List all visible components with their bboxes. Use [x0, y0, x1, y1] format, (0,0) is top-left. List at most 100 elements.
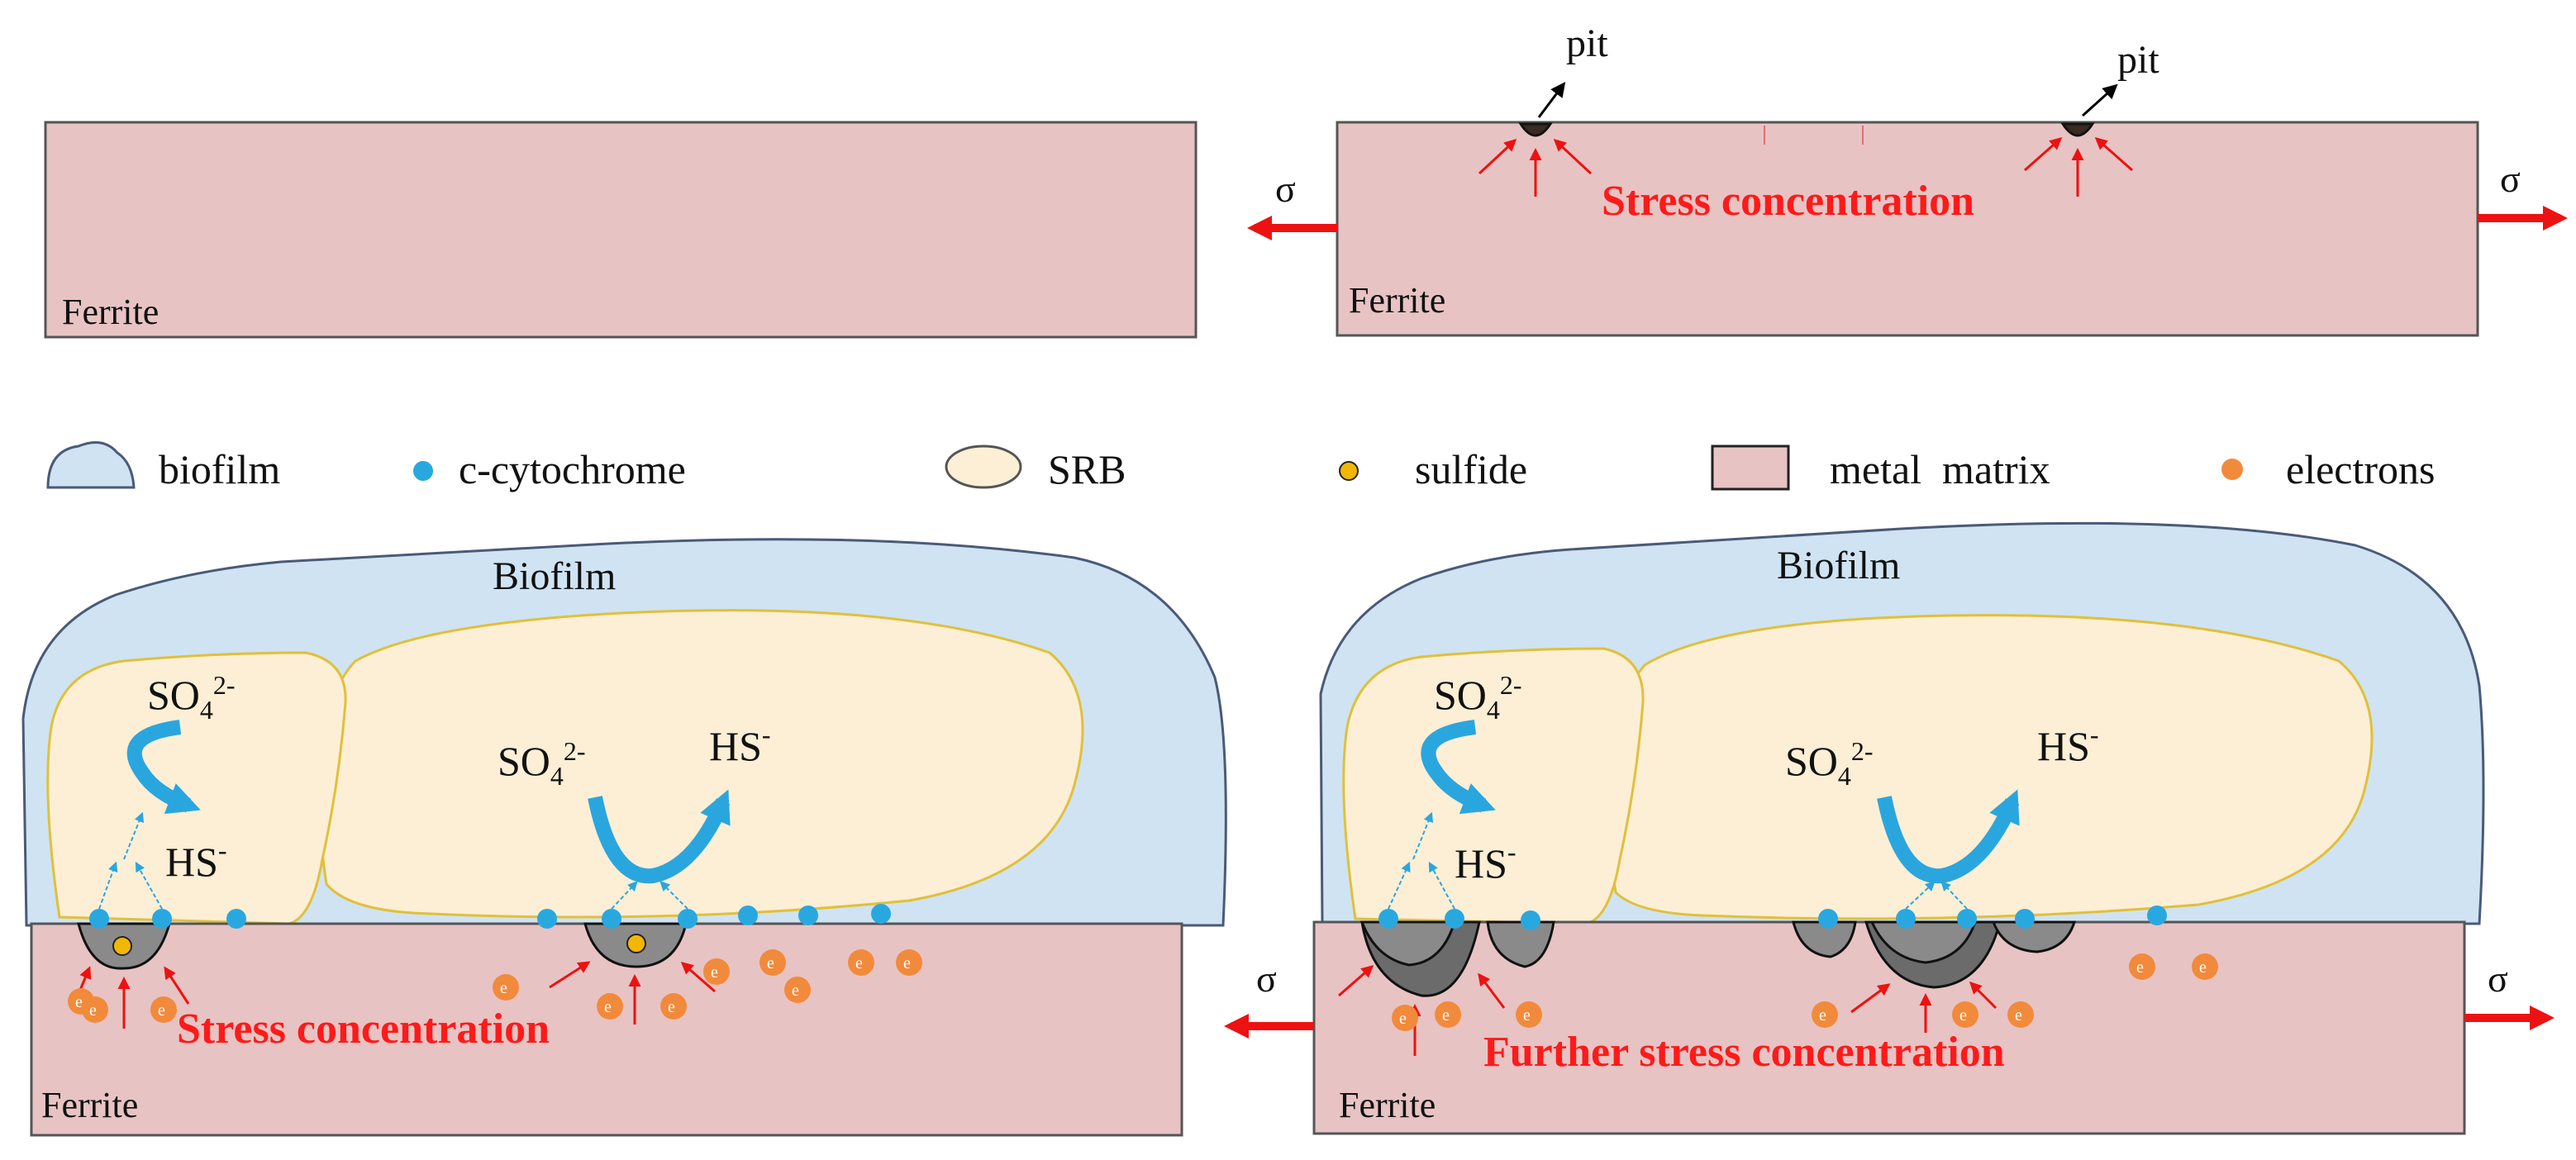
electron: e: [896, 949, 922, 976]
svg-text:e: e: [668, 998, 675, 1016]
legend-metal-matrix-label: metal matrix: [1830, 446, 2050, 492]
legend-biofilm-label: biofilm: [159, 446, 280, 492]
legend-sulfide-label: sulfide: [1415, 446, 1527, 492]
electron: e: [1392, 1005, 1418, 1031]
electron: e: [1516, 1001, 1542, 1028]
transport-arrow: [98, 861, 118, 910]
biofilm-label: Biofilm: [493, 554, 616, 598]
electrons-legend-icon: [2221, 459, 2243, 480]
hydrosulfide-label: HS-: [1455, 837, 1517, 887]
corrosion-pit: [1792, 920, 1857, 958]
c-cytochrome: [152, 909, 172, 929]
hydrosulfide-label: HS-: [2037, 720, 2099, 769]
pit: [2060, 122, 2095, 137]
electron: e: [703, 958, 730, 985]
sulfate-label: SO42-: [1785, 736, 1874, 791]
svg-text:e: e: [711, 963, 718, 982]
svg-text:e: e: [1523, 1006, 1531, 1025]
transport-arrow: [1428, 861, 1455, 910]
electron: e: [1812, 1001, 1838, 1028]
corrosion-pit: [1869, 920, 1978, 964]
electron: e: [2129, 953, 2155, 980]
biofilm-label: Biofilm: [1777, 544, 1900, 587]
svg-text:e: e: [2015, 1006, 2022, 1025]
svg-text:e: e: [2136, 958, 2144, 977]
svg-text:e: e: [75, 993, 83, 1011]
sulfide-legend-icon: [1339, 461, 1359, 481]
legend: biofilm c-cytochrome SRB sulfide metal m…: [46, 441, 2435, 492]
top-right-panel: pit pit Stress concentration Ferrite σ σ: [1247, 21, 2568, 337]
c-cytochrome: [678, 909, 698, 929]
bottom-right-panel: Biofilm SO42- HS- SO42- HS-: [1224, 521, 2555, 1135]
c-cytochrome: [226, 909, 246, 929]
legend-electrons-label: electrons: [2286, 446, 2435, 492]
ferrite-label: Ferrite: [41, 1085, 138, 1125]
pit-pointer-arrow: [2081, 83, 2118, 117]
sulfate-reduction-arrow: [588, 789, 731, 884]
stress-arrow: [1553, 138, 1593, 175]
sulfide-particle: [112, 936, 132, 956]
top-left-panel: Ferrite: [44, 121, 1198, 339]
corrosion-pit: [1486, 920, 1555, 968]
ferrite-block: [1336, 121, 2479, 337]
electron: e: [150, 996, 177, 1023]
c-cytochrome: [602, 909, 621, 929]
metal-matrix-legend-icon: [1711, 445, 1790, 491]
sulfate-label: SO42-: [498, 736, 586, 791]
svg-text:e: e: [855, 954, 863, 972]
pit-label: pit: [2117, 38, 2159, 82]
stress-arrow: [2094, 137, 2133, 172]
c-cytochrome: [738, 906, 758, 925]
transport-arrow: [123, 811, 145, 860]
svg-text:e: e: [1442, 1006, 1450, 1025]
pit-label: pit: [1566, 21, 1608, 65]
electron: e: [660, 993, 687, 1020]
c-cytochrome: [537, 909, 557, 929]
sulfate-reduction-arrow: [1421, 720, 1496, 815]
stress-concentration-label: Stress concentration: [1602, 178, 1974, 225]
c-cytochrome: [2147, 906, 2167, 925]
legend-srb-label: SRB: [1048, 446, 1126, 492]
transport-arrow: [1412, 811, 1434, 860]
c-cytochrome: [2015, 909, 2035, 929]
hydrosulfide-label: HS-: [165, 835, 227, 885]
svg-text:e: e: [1959, 1006, 1967, 1025]
electron: e: [1435, 1001, 1461, 1028]
electron: e: [2192, 953, 2218, 980]
corrosion-pit: [1359, 920, 1457, 967]
svg-text:e: e: [89, 1001, 97, 1020]
sigma-left-label: σ: [1275, 168, 1296, 210]
transport-arrow: [1388, 861, 1411, 910]
legend-c-cytochrome-label: c-cytochrome: [459, 446, 686, 492]
svg-text:e: e: [767, 954, 774, 972]
electron: e: [1952, 1001, 1978, 1028]
ferrite-label: Ferrite: [1339, 1085, 1436, 1125]
pit: [1518, 122, 1553, 137]
c-cytochrome-legend-icon: [413, 461, 433, 481]
svg-text:e: e: [604, 998, 612, 1016]
transport-arrow: [135, 861, 163, 910]
stress-arrow: [1478, 972, 1506, 1009]
svg-text:e: e: [158, 1001, 165, 1020]
sigma-right-label: σ: [2500, 158, 2521, 200]
electron: e: [493, 974, 519, 1001]
stress-arrow: [680, 962, 716, 993]
svg-text:e: e: [2199, 958, 2207, 977]
biofilm-legend-icon: [46, 441, 136, 489]
bottom-left-panel: Biofilm SO42- HS- SO42- HS-: [21, 538, 1227, 1137]
sigma-left-label: σ: [1256, 958, 1277, 1000]
pit-pointer-arrow: [1537, 82, 1566, 118]
srb-cell-large: [317, 609, 1084, 919]
sulfate-reduction-arrow: [126, 720, 201, 815]
svg-text:e: e: [1399, 1010, 1407, 1028]
stress-arrow: [549, 961, 591, 989]
transport-arrow: [1940, 881, 1968, 910]
c-cytochrome: [1445, 909, 1464, 929]
stress-arrow: [1338, 965, 1374, 997]
sulfide-particle: [626, 934, 646, 953]
electron: e: [82, 996, 108, 1023]
electron: e: [784, 977, 811, 1003]
srb-cell-large: [1607, 614, 2374, 920]
c-cytochrome: [89, 909, 109, 929]
